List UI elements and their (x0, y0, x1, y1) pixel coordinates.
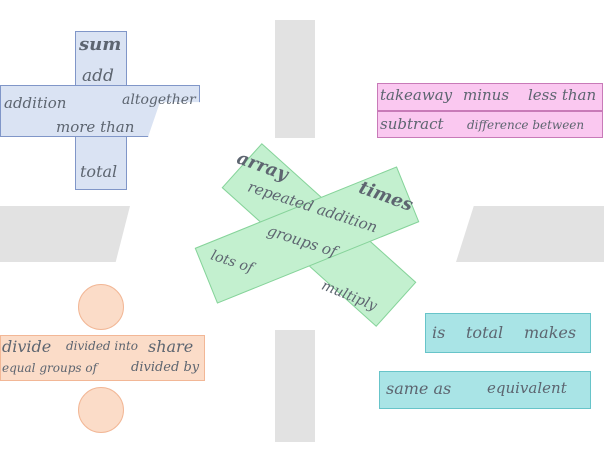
word-subtract: subtract (380, 115, 444, 133)
equals-bar-bottom (379, 371, 591, 409)
word-is: is (432, 323, 446, 342)
word-divided-by: divided by (131, 360, 200, 375)
subtraction-bar-top (377, 83, 603, 111)
left-grey-bar (0, 206, 130, 262)
word-difference-between: difference between (467, 118, 585, 132)
word-less-than: less than (528, 86, 597, 104)
word-divided-into: divided into (66, 339, 139, 353)
bottom-grey-bar (275, 330, 315, 442)
word-equivalent: equivalent (487, 379, 567, 397)
division-dot-bottom (78, 387, 124, 433)
word-divide: divide (2, 337, 52, 356)
word-total-equals: total (466, 323, 504, 342)
word-sum: sum (79, 34, 122, 55)
division-dot-top (78, 284, 124, 330)
word-altogether: altogether (122, 92, 196, 108)
word-makes: makes (524, 323, 577, 342)
word-equal-groups-of: equal groups of (2, 361, 98, 375)
word-total-addition: total (80, 162, 118, 181)
top-grey-bar (275, 20, 315, 138)
word-add: add (82, 66, 114, 86)
word-addition: addition (4, 94, 67, 112)
word-minus: minus (463, 86, 510, 104)
equals-bar-top (425, 313, 591, 353)
word-same-as: same as (386, 379, 452, 398)
word-more-than: more than (56, 118, 135, 136)
word-share: share (148, 337, 194, 356)
right-grey-bar (456, 206, 604, 262)
division-bar (0, 335, 205, 381)
word-takeaway: takeaway (380, 86, 453, 104)
subtraction-bar-bottom (377, 111, 603, 138)
